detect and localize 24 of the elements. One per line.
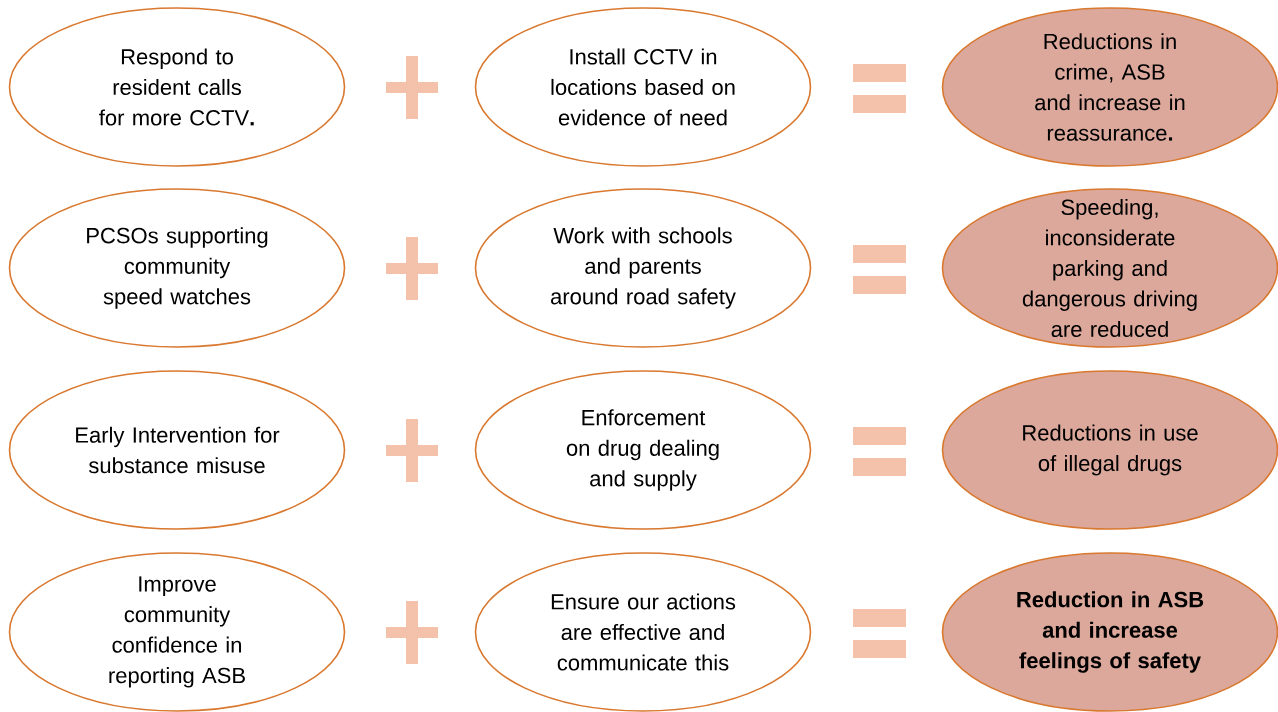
ellipse-text: Reductions in crime, ASB and increase in reassurance. — [1035, 33, 1185, 141]
result-ellipse — [941, 370, 1278, 530]
ellipse-text: Speeding, inconsiderate parking and dangerous driving are reduced — [1022, 198, 1197, 338]
result-ellipse — [941, 7, 1278, 167]
result-ellipse — [941, 188, 1278, 348]
ellipse-text: Reduction in ASB and increase feelings of safety — [1017, 591, 1204, 673]
ellipse-text: Improve community confidence in reporting ASB — [109, 576, 245, 688]
action-ellipse — [474, 370, 812, 530]
ellipse-text: Ensure our actions are effective and communicate this — [551, 593, 736, 671]
result-ellipse — [941, 552, 1278, 712]
ellipse-text: PCSOs supporting community speed watches — [87, 227, 268, 309]
action-ellipse — [8, 552, 346, 712]
action-ellipse — [8, 188, 346, 348]
action-ellipse — [8, 7, 346, 167]
action-ellipse — [8, 370, 346, 530]
action-ellipse — [474, 188, 812, 348]
ellipse-text: Respond to resident calls for more CCTV. — [99, 48, 254, 126]
ellipse-text: Work with schools and parents around road safety — [551, 227, 736, 309]
action-ellipse — [474, 552, 812, 712]
action-ellipse — [474, 7, 812, 167]
ellipse-text: Enforcement on drug dealing and supply — [566, 409, 719, 491]
ellipse-text: Early Intervention for substance misuse — [76, 426, 280, 474]
ellipse-text: Install CCTV in locations based on evidence of need — [551, 48, 735, 126]
ellipse-text: Reductions in use of illegal drugs — [1023, 424, 1198, 476]
